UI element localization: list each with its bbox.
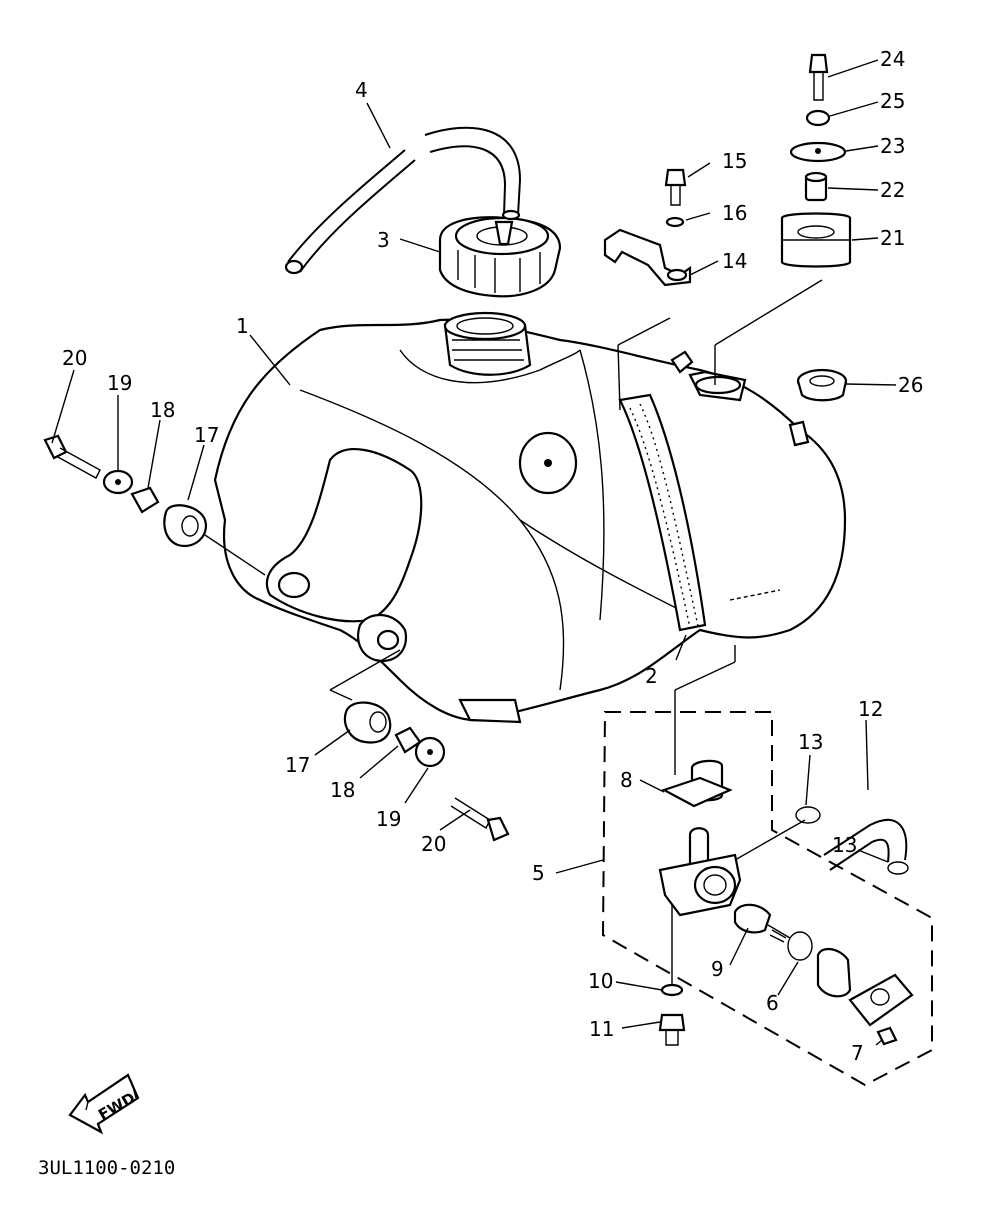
label-part-26: 26: [898, 373, 923, 397]
label-part-17b: 17: [285, 753, 310, 777]
vent-cap: [796, 368, 848, 402]
rear-mount-parts: [780, 53, 852, 268]
label-part-13b: 13: [832, 833, 857, 857]
label-part-4: 4: [355, 78, 368, 102]
forward-direction-arrow: FWD: [68, 1073, 140, 1135]
label-part-20a: 20: [62, 346, 87, 370]
label-part-23: 23: [880, 134, 905, 158]
diagram-code: 3UL1100-0210: [38, 1157, 175, 1179]
label-part-7: 7: [851, 1041, 864, 1065]
label-part-11: 11: [589, 1017, 614, 1041]
label-part-18b: 18: [330, 778, 355, 802]
fuel-cock-assembly: [601, 711, 933, 1087]
front-mount-parts-lower: [343, 701, 510, 842]
label-part-17a: 17: [194, 423, 219, 447]
label-part-10: 10: [588, 969, 613, 993]
filler-cap: [438, 216, 562, 298]
label-part-21: 21: [880, 226, 905, 250]
label-part-20b: 20: [421, 832, 446, 856]
label-part-3: 3: [377, 228, 390, 252]
label-part-18a: 18: [150, 398, 175, 422]
label-part-12: 12: [858, 697, 883, 721]
label-part-13a: 13: [798, 730, 823, 754]
part-number-labels: 1 2 3 4 5 6 7 8 9 10 11 12 13 13 14 15 1…: [62, 47, 923, 1065]
label-part-24: 24: [880, 47, 905, 71]
label-part-14: 14: [722, 249, 747, 273]
label-part-19b: 19: [376, 807, 401, 831]
bracket-assembly: [603, 168, 692, 287]
label-part-19a: 19: [107, 371, 132, 395]
front-mount-parts-upper: [43, 434, 208, 548]
label-part-2: 2: [645, 664, 658, 688]
breather-hose: [284, 126, 522, 275]
label-part-15: 15: [722, 149, 747, 173]
label-part-6: 6: [766, 991, 779, 1015]
label-part-22: 22: [880, 178, 905, 202]
fuel-tank: [213, 311, 847, 724]
label-part-8: 8: [620, 768, 633, 792]
label-part-16: 16: [722, 201, 747, 225]
label-part-1: 1: [236, 314, 249, 338]
label-part-5: 5: [532, 861, 545, 885]
label-part-25: 25: [880, 89, 905, 113]
leader-lines: [51, 59, 897, 1046]
label-part-9: 9: [711, 957, 724, 981]
